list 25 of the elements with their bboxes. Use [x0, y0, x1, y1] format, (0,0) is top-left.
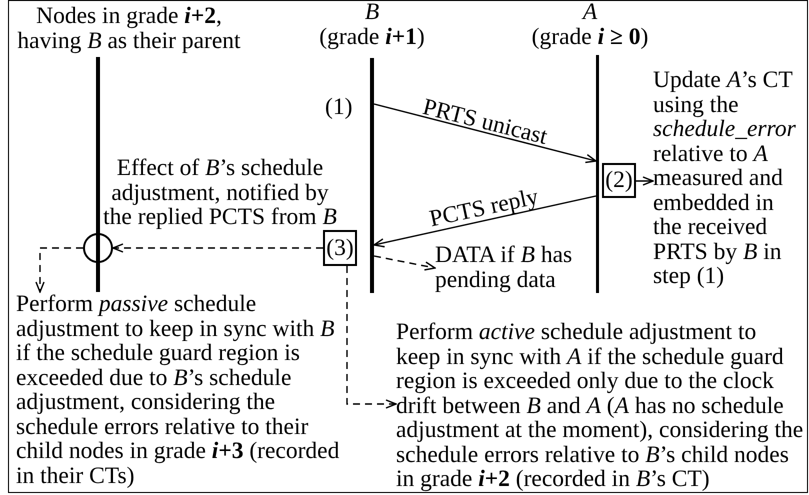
step-box: (2)	[602, 163, 636, 198]
arrow	[374, 255, 436, 271]
lifeline	[370, 58, 374, 293]
arrow	[373, 195, 596, 248]
arrow	[374, 103, 597, 164]
note-text: Perform passive schedule adjustment to keep in sync with B if the schedule guard region is exceeded due to B’s schedule adjustment, considering the schedule errors relative to their child nodes in grade i+3 (recorded in their CTs)	[16, 292, 342, 488]
lifeline-label: A	[580, 0, 598, 24]
step-box: (3)	[323, 230, 357, 266]
lifeline-label: B	[364, 0, 380, 24]
step-number: (1)	[325, 95, 352, 120]
lifeline	[96, 57, 100, 292]
lifeline-label: (grade i+1)	[318, 25, 426, 50]
circle-marker	[83, 233, 113, 263]
note-text: DATA if B has pending data	[435, 243, 593, 293]
edge-label: PRTS unicast	[419, 92, 551, 152]
arrow	[112, 243, 323, 253]
lifeline	[596, 55, 599, 293]
lifeline-label: (grade i ≥ 0)	[530, 25, 650, 50]
lifeline-label: Nodes in grade i+2, having B as their parent	[16, 4, 242, 53]
edge-label: Effect of B’s schedule adjustment, notified by the replied PCTS from B	[102, 156, 338, 230]
arrow	[35, 247, 83, 293]
arrow	[346, 266, 397, 409]
note-text: Perform active schedule adjustment to keep in sync with A if the schedule guard region is exceeded only due to the clock drift between B and A (A has no schedule adjustment at the moment), considering the schedule errors relative to B’s child nodes in grade i+2 (recorded in B’s CT)	[396, 320, 806, 490]
edge-label: PCTS reply	[426, 182, 542, 234]
arrow	[636, 176, 654, 186]
